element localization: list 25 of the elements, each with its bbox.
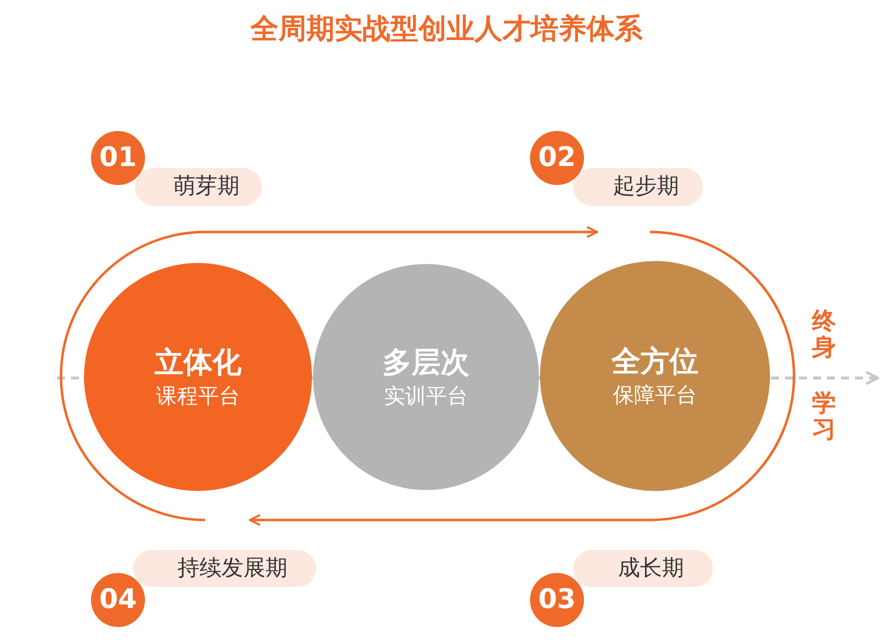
stage-pill <box>133 550 316 587</box>
stage-label: 成长期 <box>617 556 684 582</box>
stage-label: 持续发展期 <box>176 556 288 582</box>
stage-pill <box>573 168 703 206</box>
stage-label: 萌芽期 <box>172 174 240 200</box>
number-circle <box>530 131 584 185</box>
platform-title: 全方位 <box>612 345 698 379</box>
platform-title: 立体化 <box>154 346 242 380</box>
platform-title: 多层次 <box>382 346 470 380</box>
vertical-label: 终身 <box>812 308 836 361</box>
platform-subtitle: 实训平台 <box>384 384 468 408</box>
stage-label: 起步期 <box>612 174 679 200</box>
step-number: 02 <box>538 142 576 174</box>
step-number: 01 <box>99 142 137 174</box>
diagram-title: 全周期实战型创业人才培养体系 <box>249 11 644 47</box>
stage-pill <box>573 550 713 587</box>
platform-subtitle: 课程平台 <box>156 384 240 408</box>
number-circle <box>91 131 145 185</box>
step-number: 04 <box>99 584 137 616</box>
platform-subtitle: 保障平台 <box>613 382 697 407</box>
number-circle <box>530 573 584 627</box>
number-circle <box>91 573 145 627</box>
step-number: 03 <box>538 584 576 616</box>
vertical-label: 学习 <box>812 390 836 443</box>
stage-pill <box>135 168 262 206</box>
